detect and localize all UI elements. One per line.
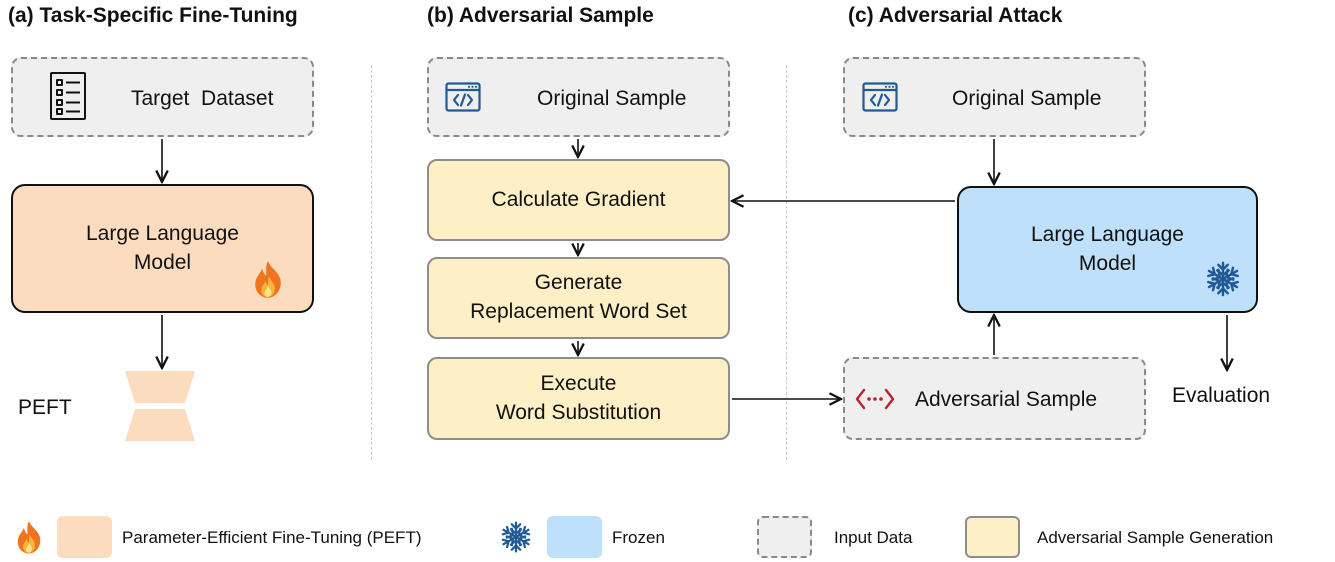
target-dataset-box: Target Dataset: [11, 57, 314, 137]
legend-peft-swatch: [57, 516, 112, 558]
snowflake-icon: [1204, 260, 1242, 298]
llm-finetune-label-line2: Model: [133, 250, 192, 274]
legend-adv-swatch: [965, 516, 1020, 558]
code-window-icon: [445, 82, 481, 112]
panel-b-title: (b) Adversarial Sample: [427, 4, 654, 27]
llm-frozen-label-line1: Large Language: [1031, 222, 1184, 246]
legend-frozen-label: Frozen: [612, 528, 665, 547]
generate-replacement-box: Generate Replacement Word Set: [427, 257, 730, 339]
fire-icon: [14, 519, 44, 555]
llm-frozen-box: Large Language Model: [957, 186, 1258, 313]
generate-replacement-label-line1: Generate: [534, 271, 623, 295]
original-sample-label-b: Original Sample: [537, 87, 687, 110]
evaluation-label: Evaluation: [1172, 384, 1271, 407]
execute-substitution-box: Execute Word Substitution: [427, 357, 730, 440]
code-tag-icon: [855, 388, 895, 410]
peft-label: PEFT: [18, 396, 72, 419]
list-document-icon: [29, 71, 86, 123]
legend-adv-label: Adversarial Sample Generation: [1037, 528, 1274, 547]
panel-divider-left: [371, 65, 372, 460]
original-sample-box-b: Original Sample: [427, 57, 730, 137]
calculate-gradient-label: Calculate Gradient: [491, 187, 666, 211]
llm-finetune-box: Large Language Model: [11, 184, 314, 313]
execute-substitution-label-line1: Execute: [540, 371, 617, 395]
original-sample-label-c: Original Sample: [952, 87, 1102, 110]
generate-replacement-label-line2: Replacement Word Set: [470, 300, 687, 323]
llm-frozen-label-line2: Model: [1078, 251, 1137, 275]
peft-adapter-icon: [125, 371, 195, 441]
panel-c-title: (c) Adversarial Attack: [848, 4, 1063, 27]
fire-icon: [251, 259, 285, 299]
code-window-icon: [862, 82, 898, 112]
legend-frozen-swatch: [547, 516, 602, 558]
adversarial-sample-box: Adversarial Sample: [843, 357, 1146, 440]
target-dataset-label: Target Dataset: [131, 87, 274, 110]
panel-divider-right: [786, 65, 787, 460]
original-sample-box-c: Original Sample: [843, 57, 1146, 137]
legend-peft-label: Parameter-Efficient Fine-Tuning (PEFT): [122, 528, 422, 547]
execute-substitution-label-line2: Word Substitution: [495, 400, 662, 424]
panel-a-title: (a) Task-Specific Fine-Tuning: [8, 4, 298, 27]
legend-input-label: Input Data: [834, 528, 913, 547]
legend-input-swatch: [757, 516, 812, 558]
calculate-gradient-box: Calculate Gradient: [427, 159, 730, 241]
adversarial-sample-label: Adversarial Sample: [915, 388, 1098, 411]
snowflake-icon: [499, 520, 533, 554]
llm-finetune-label-line1: Large Language: [86, 221, 239, 245]
